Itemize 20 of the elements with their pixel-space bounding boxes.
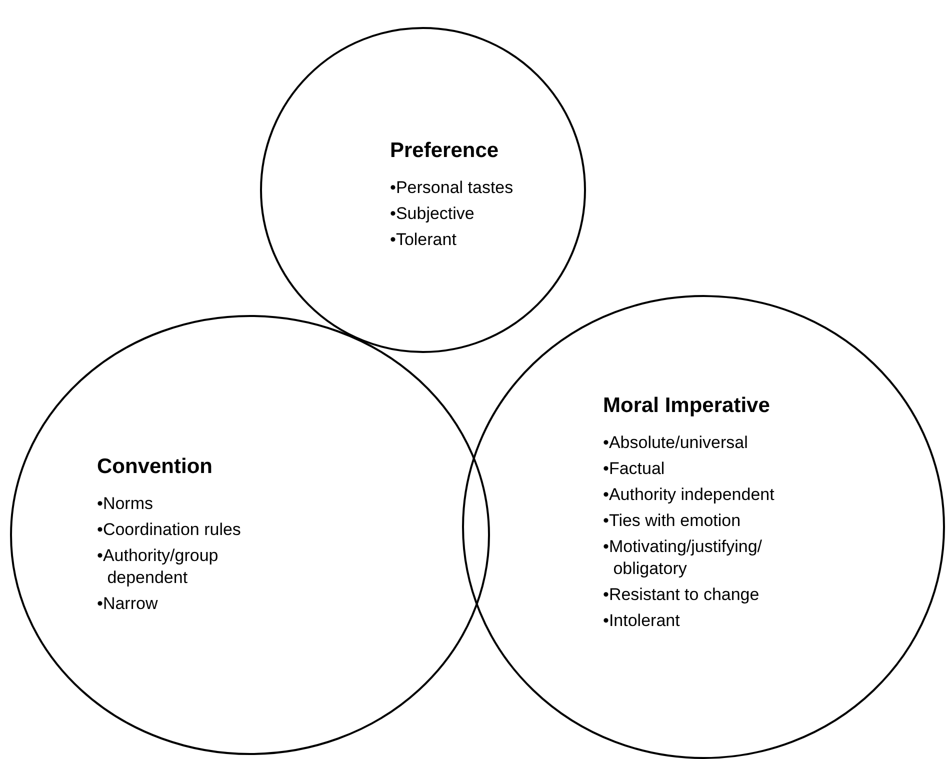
bullet-item: •Narrow <box>97 593 158 615</box>
bullet-item: •Subjective <box>390 203 474 225</box>
venn-circle <box>260 27 586 353</box>
bullet-item: •Intolerant <box>603 610 680 632</box>
bullet-item: •Tolerant <box>390 229 456 251</box>
bullet-item: •Resistant to change <box>603 584 760 606</box>
bullet-item: •Personal tastes <box>390 177 514 199</box>
circle-heading: Convention <box>97 455 212 479</box>
bullet-item: •Motivating/justifying/ obligatory <box>603 536 764 580</box>
bullet-item: •Absolute/universal <box>603 432 748 454</box>
bullet-item: •Factual <box>603 458 665 480</box>
venn-circle <box>10 315 490 755</box>
bullet-item: •Authority/group dependent <box>97 545 220 589</box>
venn-circle <box>462 295 945 759</box>
bullet-item: •Norms <box>97 493 154 515</box>
circle-heading: Moral Imperative <box>603 394 770 418</box>
bullet-item: •Coordination rules <box>97 519 241 541</box>
bullet-item: •Authority independent <box>603 484 774 506</box>
bullet-item: •Ties with emotion <box>603 510 741 532</box>
circle-heading: Preference <box>390 139 499 163</box>
